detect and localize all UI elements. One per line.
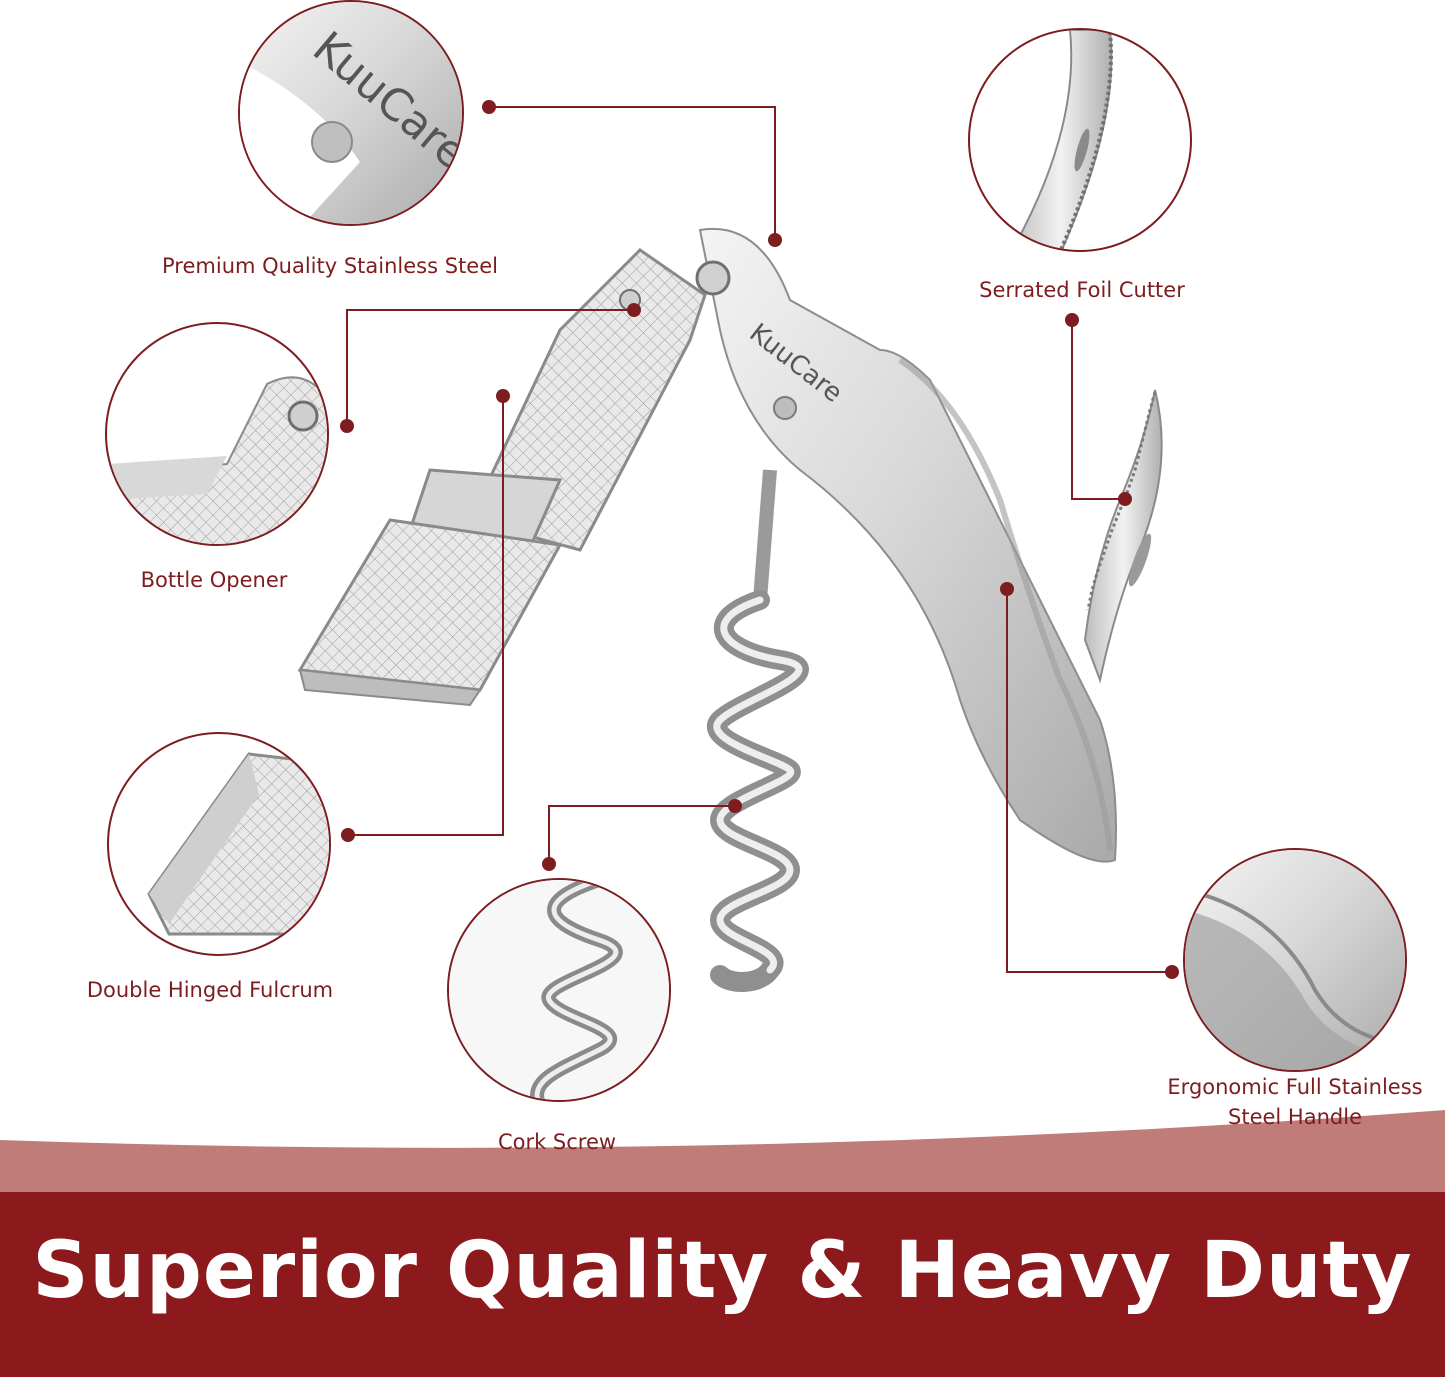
label-bottle-opener: Bottle Opener	[140, 568, 288, 592]
fulcrum-closeup	[147, 752, 329, 936]
fulcrum-lever	[297, 248, 707, 707]
callout-connectors	[346, 106, 1172, 973]
cork-screw-spiral	[706, 469, 809, 992]
steel-closeup	[240, 2, 462, 224]
headline: Superior Quality & Heavy Duty	[32, 1226, 1413, 1316]
bottle-opener-closeup	[107, 376, 327, 544]
handle-closeup	[1185, 850, 1405, 1070]
detail-circle-foil-cutter	[968, 28, 1192, 252]
label-handle-line2: Steel Handle	[1228, 1105, 1362, 1129]
banner-bar	[0, 1192, 1445, 1377]
detail-circle-bottle-opener	[105, 322, 329, 546]
foil-cutter-closeup	[1011, 30, 1113, 250]
detail-circle-cork-screw	[447, 878, 671, 1102]
label-handle: Ergonomic Full Stainless Steel Handle	[1140, 1072, 1445, 1132]
detail-circle-handle	[1183, 848, 1407, 1072]
label-fulcrum: Double Hinged Fulcrum	[86, 978, 334, 1002]
cork-screw-closeup	[449, 880, 669, 1100]
detail-circle-steel: KuuCare	[238, 0, 464, 226]
callout-dots	[340, 100, 1179, 979]
label-handle-line1: Ergonomic Full Stainless	[1167, 1075, 1423, 1099]
foil-cutter-blade	[1083, 389, 1163, 684]
label-cork-screw: Cork Screw	[497, 1130, 617, 1154]
label-steel: Premium Quality Stainless Steel	[162, 254, 498, 278]
handle-shape	[695, 227, 1117, 863]
banner-wave	[0, 1110, 1445, 1200]
label-foil-cutter: Serrated Foil Cutter	[979, 278, 1185, 302]
detail-circle-fulcrum	[107, 732, 331, 956]
